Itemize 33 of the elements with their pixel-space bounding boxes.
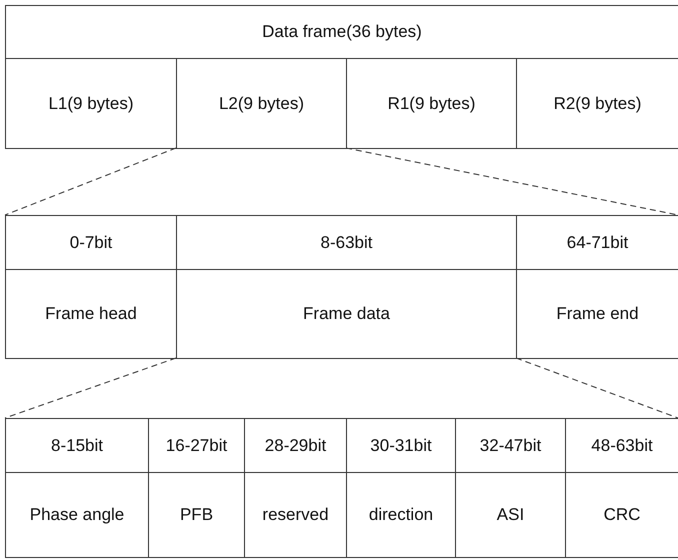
cell-text: 64-71bit (566, 232, 628, 252)
table-cell (5, 472, 149, 558)
cell-text: CRC (604, 505, 640, 525)
zoom-guide-line (516, 358, 678, 418)
cell-text: direction (368, 505, 434, 525)
cell-text: 30-31bit (370, 436, 432, 456)
cell-text: Frame end (556, 304, 639, 324)
table-cell (5, 58, 177, 149)
cell-text: ASI (496, 505, 524, 525)
cell-text: 16-27bit (166, 436, 228, 456)
table-cell (5, 418, 149, 473)
zoom-guide-line (4, 358, 176, 418)
cell-text: 8-15bit (51, 436, 103, 456)
cell-text: L1(9 bytes) (48, 94, 134, 114)
cell-text: 8-63bit (320, 232, 372, 252)
cell-text: 48-63bit (591, 436, 653, 456)
zoom-guide-line (346, 148, 678, 216)
cell-text: R1(9 bytes) (388, 94, 476, 114)
table-cell (5, 5, 678, 59)
cell-text: L2(9 bytes) (218, 94, 304, 114)
cell-text: R2(9 bytes) (554, 94, 642, 114)
table-cell (5, 215, 177, 270)
table-cell (5, 269, 177, 359)
cell-text: Data frame(36 bytes) (262, 22, 422, 42)
cell-text: 32-47bit (480, 436, 542, 456)
cell-text: 28-29bit (264, 436, 326, 456)
cell-text: Frame head (45, 304, 137, 324)
zoom-guide-line (4, 148, 176, 216)
cell-text: Phase angle (30, 505, 124, 525)
cell-text: PFB (180, 505, 214, 525)
cell-text: reserved (262, 505, 329, 525)
cell-text: Frame data (303, 304, 390, 324)
cell-text: 0-7bit (70, 232, 112, 252)
